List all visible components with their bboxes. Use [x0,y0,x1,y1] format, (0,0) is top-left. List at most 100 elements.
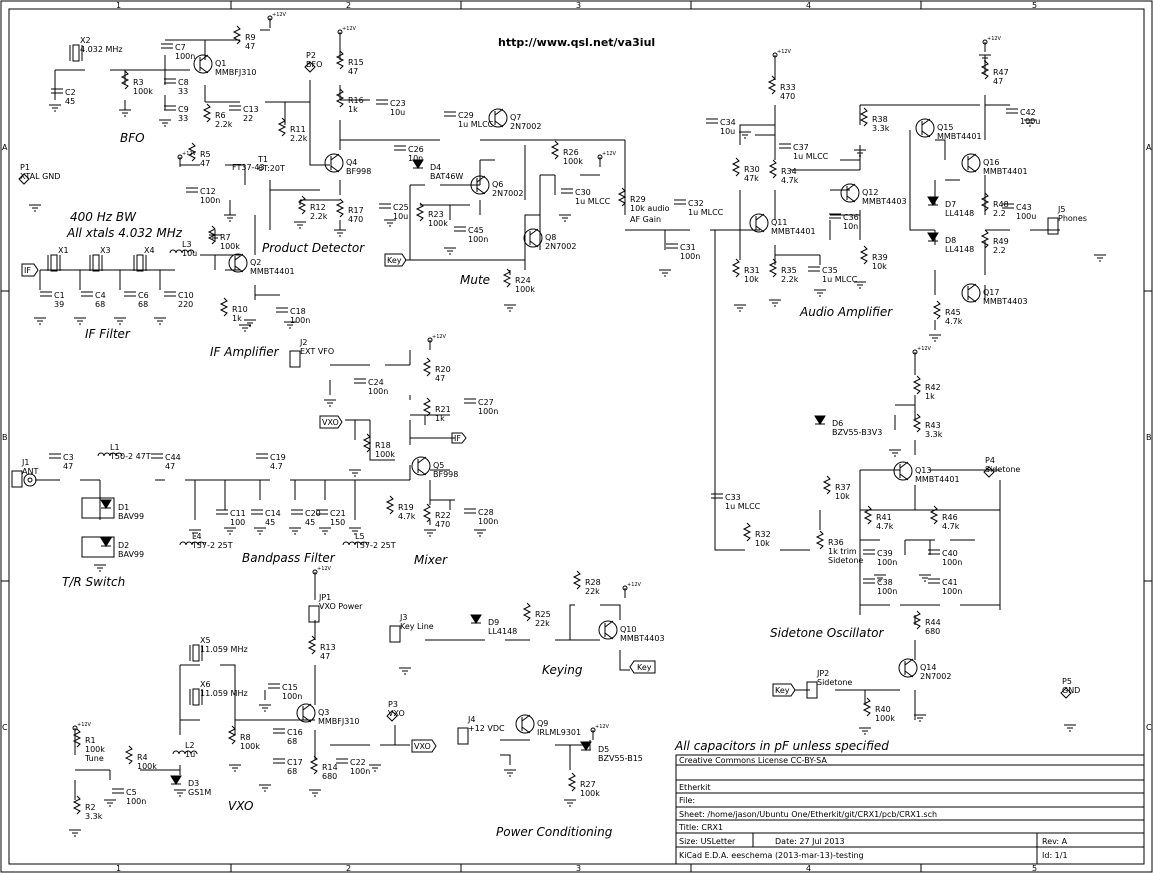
symbol-c [51,88,63,94]
component-value: 45 [265,518,275,527]
component-ref: R32 [755,530,771,539]
symbol-l [342,541,368,546]
component-ref: JP2 [816,669,829,678]
note-xtals: All xtals 4.032 MHz [66,226,183,240]
component-ref: Sidetone [828,556,863,565]
symbol-r [120,70,130,90]
symbol-c [291,509,303,515]
antenna-connector [23,473,37,487]
supply-12v-symbol: +12V [597,151,617,167]
component-ref: C45 [468,226,484,235]
component-value: 100n [680,252,700,261]
component-ref: C13 [243,105,259,114]
component-value: 100k [133,87,153,96]
supply-12v-symbol: +12V [912,346,932,362]
symbol-r [980,192,990,212]
component-ref: D1 [118,503,129,512]
symbol-c [229,105,241,111]
component-value: 2N7002 [492,189,523,198]
row-label: A [2,143,8,152]
component-value: 11.059 MHz [200,645,248,654]
ground-symbol [914,714,926,722]
component-ref: R44 [925,618,941,627]
row-label: C [1146,723,1152,732]
component-ref: C31 [680,243,696,252]
section-title-vxo: VXO [228,799,253,813]
component-ref: R16 [348,96,364,105]
symbol-c [863,578,875,584]
component-ref: R6 [215,111,226,120]
component-ref: L2 [185,741,195,750]
symbol-q [228,253,248,273]
component-value: T37-2 25T [191,541,233,550]
symbol-d [170,775,182,785]
component-value: 45 [305,518,315,527]
symbol-r [980,60,990,80]
component-value: 22k [585,587,600,596]
component-value: 470 [780,92,795,101]
symbol-q [470,175,490,195]
component-value: 10u [390,108,405,117]
component-value: 1u MLCC [822,275,858,284]
note-bandwidth: 400 Hz BW [70,210,137,224]
ground-symbol [384,219,396,227]
symbol-c [316,509,328,515]
component-ref: L5 [355,532,365,541]
row-label: B [1146,433,1152,442]
component-ref: R8 [240,733,251,742]
ground-symbol [889,449,901,457]
component-value: GS1M [188,788,211,797]
ground-symbol [734,304,746,312]
component-ref: R10 [232,305,248,314]
symbol-c [464,508,476,514]
ground-symbol [349,527,361,535]
col-label: 5 [1032,1,1037,10]
ground-symbol [424,529,436,537]
component-ref: R33 [780,83,796,92]
symbol-x [89,254,103,272]
component-ref: C33 [725,493,741,502]
symbol-c [444,111,456,117]
ground-symbol [154,317,166,325]
component-value: 1u MLCC [793,152,829,161]
symbol-r [307,635,317,655]
component-ref: R3 [133,78,144,87]
component-value: 100k [375,450,395,459]
symbol-r [227,725,237,745]
component-x1: X1 [58,246,69,255]
component-value: 10k [872,262,887,271]
supply-label: +12V [595,724,610,730]
component-ref: X2 [80,36,91,45]
component-ref: R34 [781,167,797,176]
component-value: 100n [877,558,897,567]
component-ref: Q10 [620,625,636,634]
component-value: 470 [435,520,450,529]
col-label: 5 [1032,864,1037,873]
symbol-x [189,644,203,662]
component-ref: R13 [320,643,336,652]
symbol-c [1002,203,1014,209]
